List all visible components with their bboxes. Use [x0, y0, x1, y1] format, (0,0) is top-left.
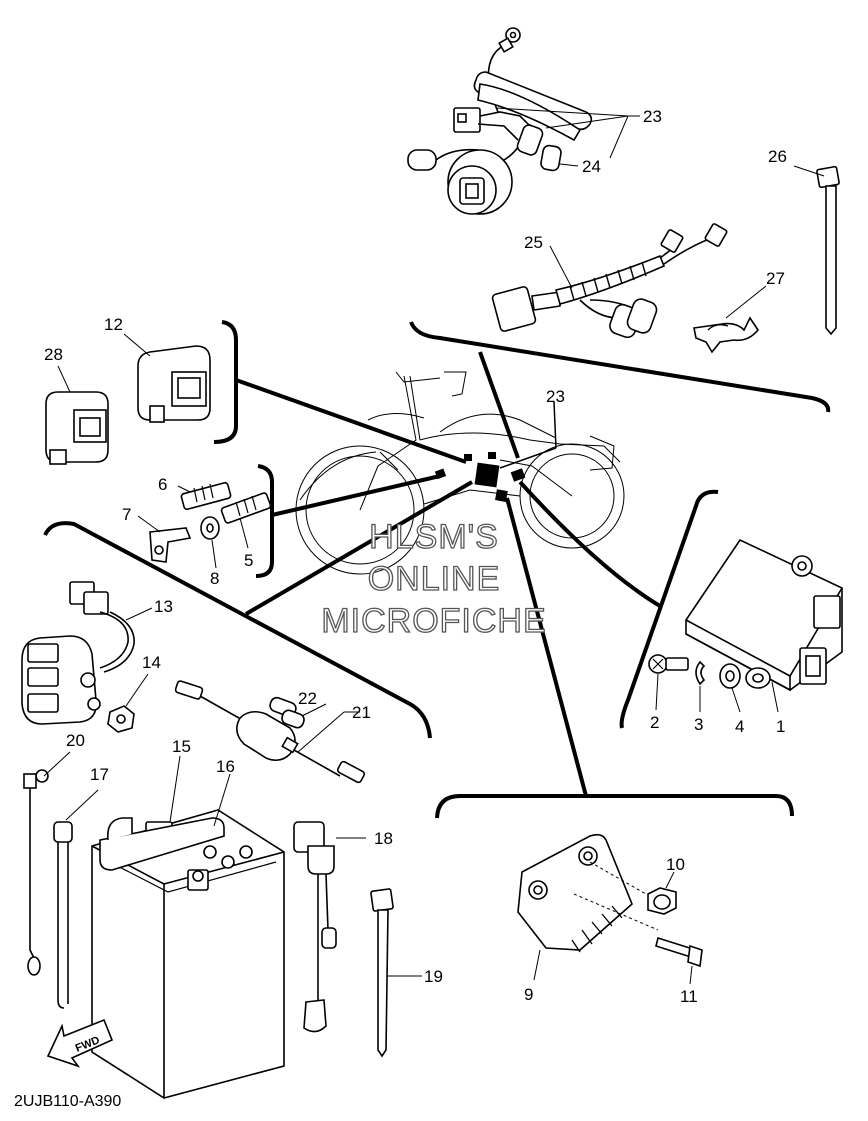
- bracket-ecu-group: [619, 489, 719, 729]
- bolt-part-11: [655, 936, 703, 985]
- drawing-code: 2UJB110-A390: [14, 1093, 121, 1110]
- callout-15: 15: [172, 737, 191, 756]
- sensor-part-5: [220, 492, 272, 549]
- cable-tie-part-26: [793, 165, 840, 336]
- leader-sensors: [271, 474, 441, 517]
- leader-left: [244, 480, 474, 616]
- callout-24: 24: [582, 157, 601, 176]
- callout-21: 21: [352, 703, 371, 722]
- bracket-rectifier-group: [435, 794, 794, 819]
- lead-part-18: [293, 821, 366, 1033]
- relay-part-12: [123, 333, 211, 423]
- motorcycle-silhouette: [295, 371, 625, 575]
- callout-25: 25: [524, 233, 543, 252]
- bracket-relays: [213, 320, 238, 444]
- callout-11: 11: [680, 987, 698, 1006]
- callout-17: 17: [90, 765, 109, 784]
- washer-part-3: [695, 660, 706, 712]
- callout-19: 19: [424, 967, 443, 986]
- wire-harness-part-23: [407, 27, 640, 215]
- sub-harness-part-25: [491, 223, 728, 339]
- location-markers: [434, 452, 526, 502]
- callout-27: 27: [766, 269, 785, 288]
- callout-23-top: 23: [643, 107, 662, 126]
- rectifier-part-9: [517, 833, 659, 981]
- callout-1: 1: [776, 717, 785, 736]
- washer-part-8: [200, 516, 220, 569]
- starter-relay-part-13: [21, 581, 153, 725]
- callout-16: 16: [216, 757, 235, 776]
- leader-ecu: [518, 480, 662, 608]
- lead-part-17: [53, 789, 99, 1009]
- washer-part-4: [719, 663, 741, 713]
- callout-9: 9: [524, 985, 533, 1004]
- battery-part-15: [91, 755, 285, 1099]
- lead-part-20: [23, 751, 71, 976]
- battery-band-part-16: [99, 773, 231, 871]
- clamp-part-27: [693, 285, 767, 354]
- cable-tie-part-19: [370, 888, 422, 1058]
- nut-part-14: [107, 673, 149, 733]
- bracket-left-group: [43, 521, 432, 739]
- callout-3: 3: [694, 715, 703, 734]
- leader-23b: [553, 401, 557, 449]
- callout-23-bike: 23: [546, 387, 565, 406]
- watermark: HLSM'S ONLINE MICROFICHE: [321, 517, 547, 640]
- leader-23-on-bike: [499, 447, 557, 469]
- callout-14: 14: [142, 653, 161, 672]
- callout-12: 12: [104, 315, 123, 334]
- watermark-line-2: ONLINE: [368, 560, 501, 598]
- leader-top: [478, 351, 520, 459]
- watermark-line-3: MICROFICHE: [321, 602, 546, 640]
- sensor-part-6: [177, 481, 232, 511]
- callout-26: 26: [768, 147, 787, 166]
- screw-part-2: [648, 654, 689, 711]
- callout-22: 22: [298, 689, 317, 708]
- group-brackets: [43, 320, 831, 819]
- callout-2: 2: [650, 713, 659, 732]
- watermark-line-1: HLSM'S: [369, 518, 499, 556]
- bracket-part-7: [137, 515, 192, 563]
- leader-rectifier: [505, 497, 588, 797]
- relay-part-28: [45, 365, 109, 465]
- callout-7: 7: [122, 505, 131, 524]
- callout-28: 28: [44, 345, 63, 364]
- callout-13: 13: [154, 597, 173, 616]
- callout-numbers: 1 2 3 4 5 6 7 8 9 10 11 12 13 14 15 16 1…: [44, 107, 787, 1006]
- bolt-part-10: [647, 871, 677, 915]
- leader-relays: [235, 378, 467, 464]
- group-leaders: [235, 351, 662, 797]
- bracket-sensors: [255, 464, 274, 578]
- bracket-top-group: [409, 321, 831, 413]
- fuse-part-22: [269, 696, 327, 729]
- fuse-holder-part-21: [174, 680, 366, 784]
- callout-5: 5: [244, 551, 253, 570]
- callout-20: 20: [66, 731, 85, 750]
- callout-8: 8: [210, 569, 219, 588]
- callout-4: 4: [735, 717, 744, 736]
- ecu-part-1: [685, 538, 843, 713]
- callout-10: 10: [666, 855, 685, 874]
- callout-18: 18: [374, 829, 393, 848]
- callout-6: 6: [158, 475, 167, 494]
